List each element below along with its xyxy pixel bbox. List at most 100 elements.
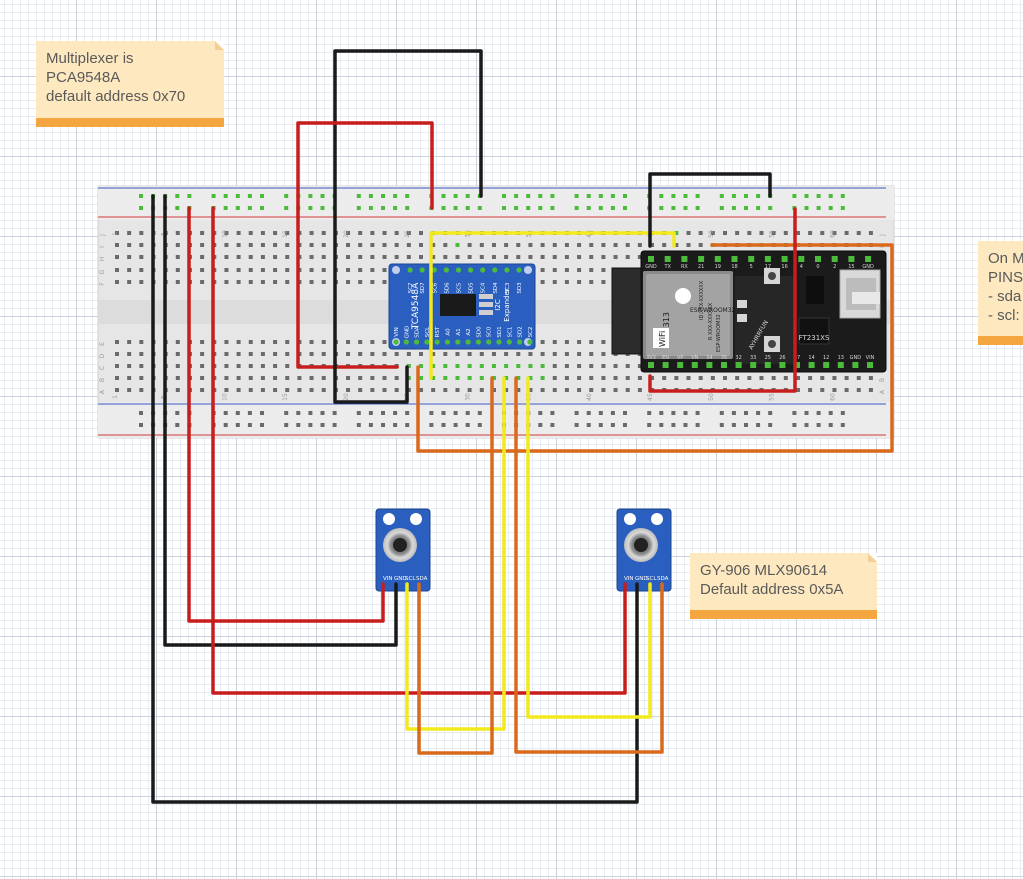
- breadboard-rail-hole[interactable]: [139, 423, 143, 427]
- breadboard-rail-hole[interactable]: [368, 423, 373, 427]
- breadboard-hole[interactable]: [200, 231, 205, 235]
- breadboard-rail-hole[interactable]: [828, 423, 833, 427]
- esp32-pin[interactable]: [794, 362, 800, 368]
- breadboard-hole[interactable]: [382, 243, 387, 247]
- breadboard-rail-hole[interactable]: [235, 206, 240, 210]
- multiplexer-pin[interactable]: [506, 339, 512, 345]
- breadboard-hole[interactable]: [346, 243, 351, 247]
- breadboard-hole[interactable]: [309, 388, 314, 392]
- breadboard-hole[interactable]: [273, 255, 278, 259]
- breadboard-hole[interactable]: [224, 280, 229, 284]
- multiplexer-pin[interactable]: [486, 339, 492, 345]
- breadboard-rail-hole[interactable]: [441, 194, 446, 198]
- breadboard-hole[interactable]: [832, 388, 837, 392]
- breadboard-rail-hole[interactable]: [235, 423, 240, 427]
- breadboard-hole[interactable]: [309, 376, 314, 380]
- breadboard-hole[interactable]: [260, 364, 265, 368]
- breadboard-hole[interactable]: [479, 388, 484, 392]
- breadboard-hole[interactable]: [662, 243, 667, 247]
- breadboard-hole[interactable]: [297, 376, 302, 380]
- esp32-pin[interactable]: [662, 362, 669, 368]
- breadboard-hole[interactable]: [358, 376, 363, 380]
- wire-black-top-loop[interactable]: [333, 49, 483, 364]
- breadboard-hole[interactable]: [528, 364, 533, 368]
- breadboard-hole[interactable]: [528, 388, 533, 392]
- breadboard-rail-hole[interactable]: [465, 423, 470, 427]
- breadboard-hole[interactable]: [577, 388, 582, 392]
- breadboard-rail-hole[interactable]: [332, 423, 337, 427]
- multiplexer-pin[interactable]: [516, 267, 522, 273]
- breadboard-rail-hole[interactable]: [356, 206, 361, 210]
- breadboard-hole[interactable]: [139, 364, 144, 368]
- breadboard-hole[interactable]: [285, 376, 290, 380]
- breadboard-hole[interactable]: [856, 231, 861, 235]
- breadboard-hole[interactable]: [564, 255, 569, 259]
- breadboard-hole[interactable]: [419, 231, 423, 235]
- breadboard-rail-hole[interactable]: [453, 206, 458, 210]
- breadboard-rail-hole[interactable]: [441, 206, 446, 210]
- breadboard-rail-hole[interactable]: [211, 194, 216, 198]
- breadboard-hole[interactable]: [175, 280, 180, 284]
- breadboard-hole[interactable]: [382, 340, 387, 344]
- breadboard-hole[interactable]: [127, 268, 132, 272]
- breadboard-rail-hole[interactable]: [671, 206, 676, 210]
- multiplexer-pin[interactable]: [480, 267, 486, 273]
- breadboard-rail-hole[interactable]: [768, 423, 773, 427]
- breadboard-hole[interactable]: [394, 388, 399, 392]
- breadboard-rail-hole[interactable]: [308, 411, 313, 415]
- breadboard-rail-hole[interactable]: [247, 194, 252, 198]
- breadboard-rail-hole[interactable]: [610, 423, 615, 427]
- breadboard-hole[interactable]: [260, 340, 265, 344]
- multiplexer-pin[interactable]: [455, 339, 461, 345]
- breadboard-hole[interactable]: [297, 388, 302, 392]
- breadboard-hole[interactable]: [115, 364, 119, 368]
- breadboard-rail-hole[interactable]: [502, 206, 506, 210]
- breadboard-hole[interactable]: [273, 243, 278, 247]
- breadboard-hole[interactable]: [698, 231, 703, 235]
- breadboard-hole[interactable]: [309, 340, 314, 344]
- breadboard-hole[interactable]: [285, 243, 290, 247]
- breadboard-hole[interactable]: [200, 388, 205, 392]
- breadboard-hole[interactable]: [564, 352, 569, 356]
- breadboard-hole[interactable]: [248, 243, 253, 247]
- breadboard-hole[interactable]: [273, 231, 278, 235]
- breadboard-hole[interactable]: [443, 255, 448, 259]
- wire-yellow-s1-sda[interactable]: [405, 376, 506, 731]
- wire-yellow-sda[interactable]: [429, 231, 676, 380]
- breadboard-hole[interactable]: [346, 268, 351, 272]
- breadboard-hole[interactable]: [443, 352, 448, 356]
- breadboard-hole[interactable]: [127, 376, 132, 380]
- breadboard-rail-hole[interactable]: [550, 411, 555, 415]
- breadboard-hole[interactable]: [564, 364, 569, 368]
- breadboard-hole[interactable]: [127, 280, 132, 284]
- breadboard-rail-hole[interactable]: [393, 411, 398, 415]
- breadboard-hole[interactable]: [285, 268, 290, 272]
- esp32-pin[interactable]: [731, 256, 738, 262]
- breadboard-rail-hole[interactable]: [538, 423, 543, 427]
- breadboard-rail-hole[interactable]: [744, 423, 748, 427]
- breadboard-rail-hole[interactable]: [598, 423, 603, 427]
- breadboard-rail-hole[interactable]: [756, 194, 761, 198]
- breadboard-hole[interactable]: [419, 352, 423, 356]
- breadboard-hole[interactable]: [358, 268, 363, 272]
- breadboard-hole[interactable]: [528, 243, 533, 247]
- breadboard-rail-hole[interactable]: [610, 411, 615, 415]
- breadboard-rail-hole[interactable]: [659, 411, 664, 415]
- breadboard-rail-hole[interactable]: [139, 194, 143, 198]
- breadboard-hole[interactable]: [382, 268, 387, 272]
- breadboard-hole[interactable]: [382, 280, 387, 284]
- breadboard-hole[interactable]: [589, 243, 594, 247]
- breadboard-rail-hole[interactable]: [381, 206, 385, 210]
- breadboard-hole[interactable]: [540, 376, 545, 380]
- breadboard-hole[interactable]: [479, 364, 484, 368]
- breadboard-hole[interactable]: [260, 255, 265, 259]
- breadboard-hole[interactable]: [285, 352, 290, 356]
- breadboard-rail-hole[interactable]: [598, 194, 603, 198]
- breadboard-rail-hole[interactable]: [840, 206, 845, 210]
- breadboard-rail-hole[interactable]: [320, 194, 325, 198]
- breadboard-rail-hole[interactable]: [320, 411, 325, 415]
- breadboard-hole[interactable]: [552, 388, 557, 392]
- breadboard-rail-hole[interactable]: [792, 194, 797, 198]
- multiplexer-pin[interactable]: [434, 339, 440, 345]
- breadboard-hole[interactable]: [236, 231, 241, 235]
